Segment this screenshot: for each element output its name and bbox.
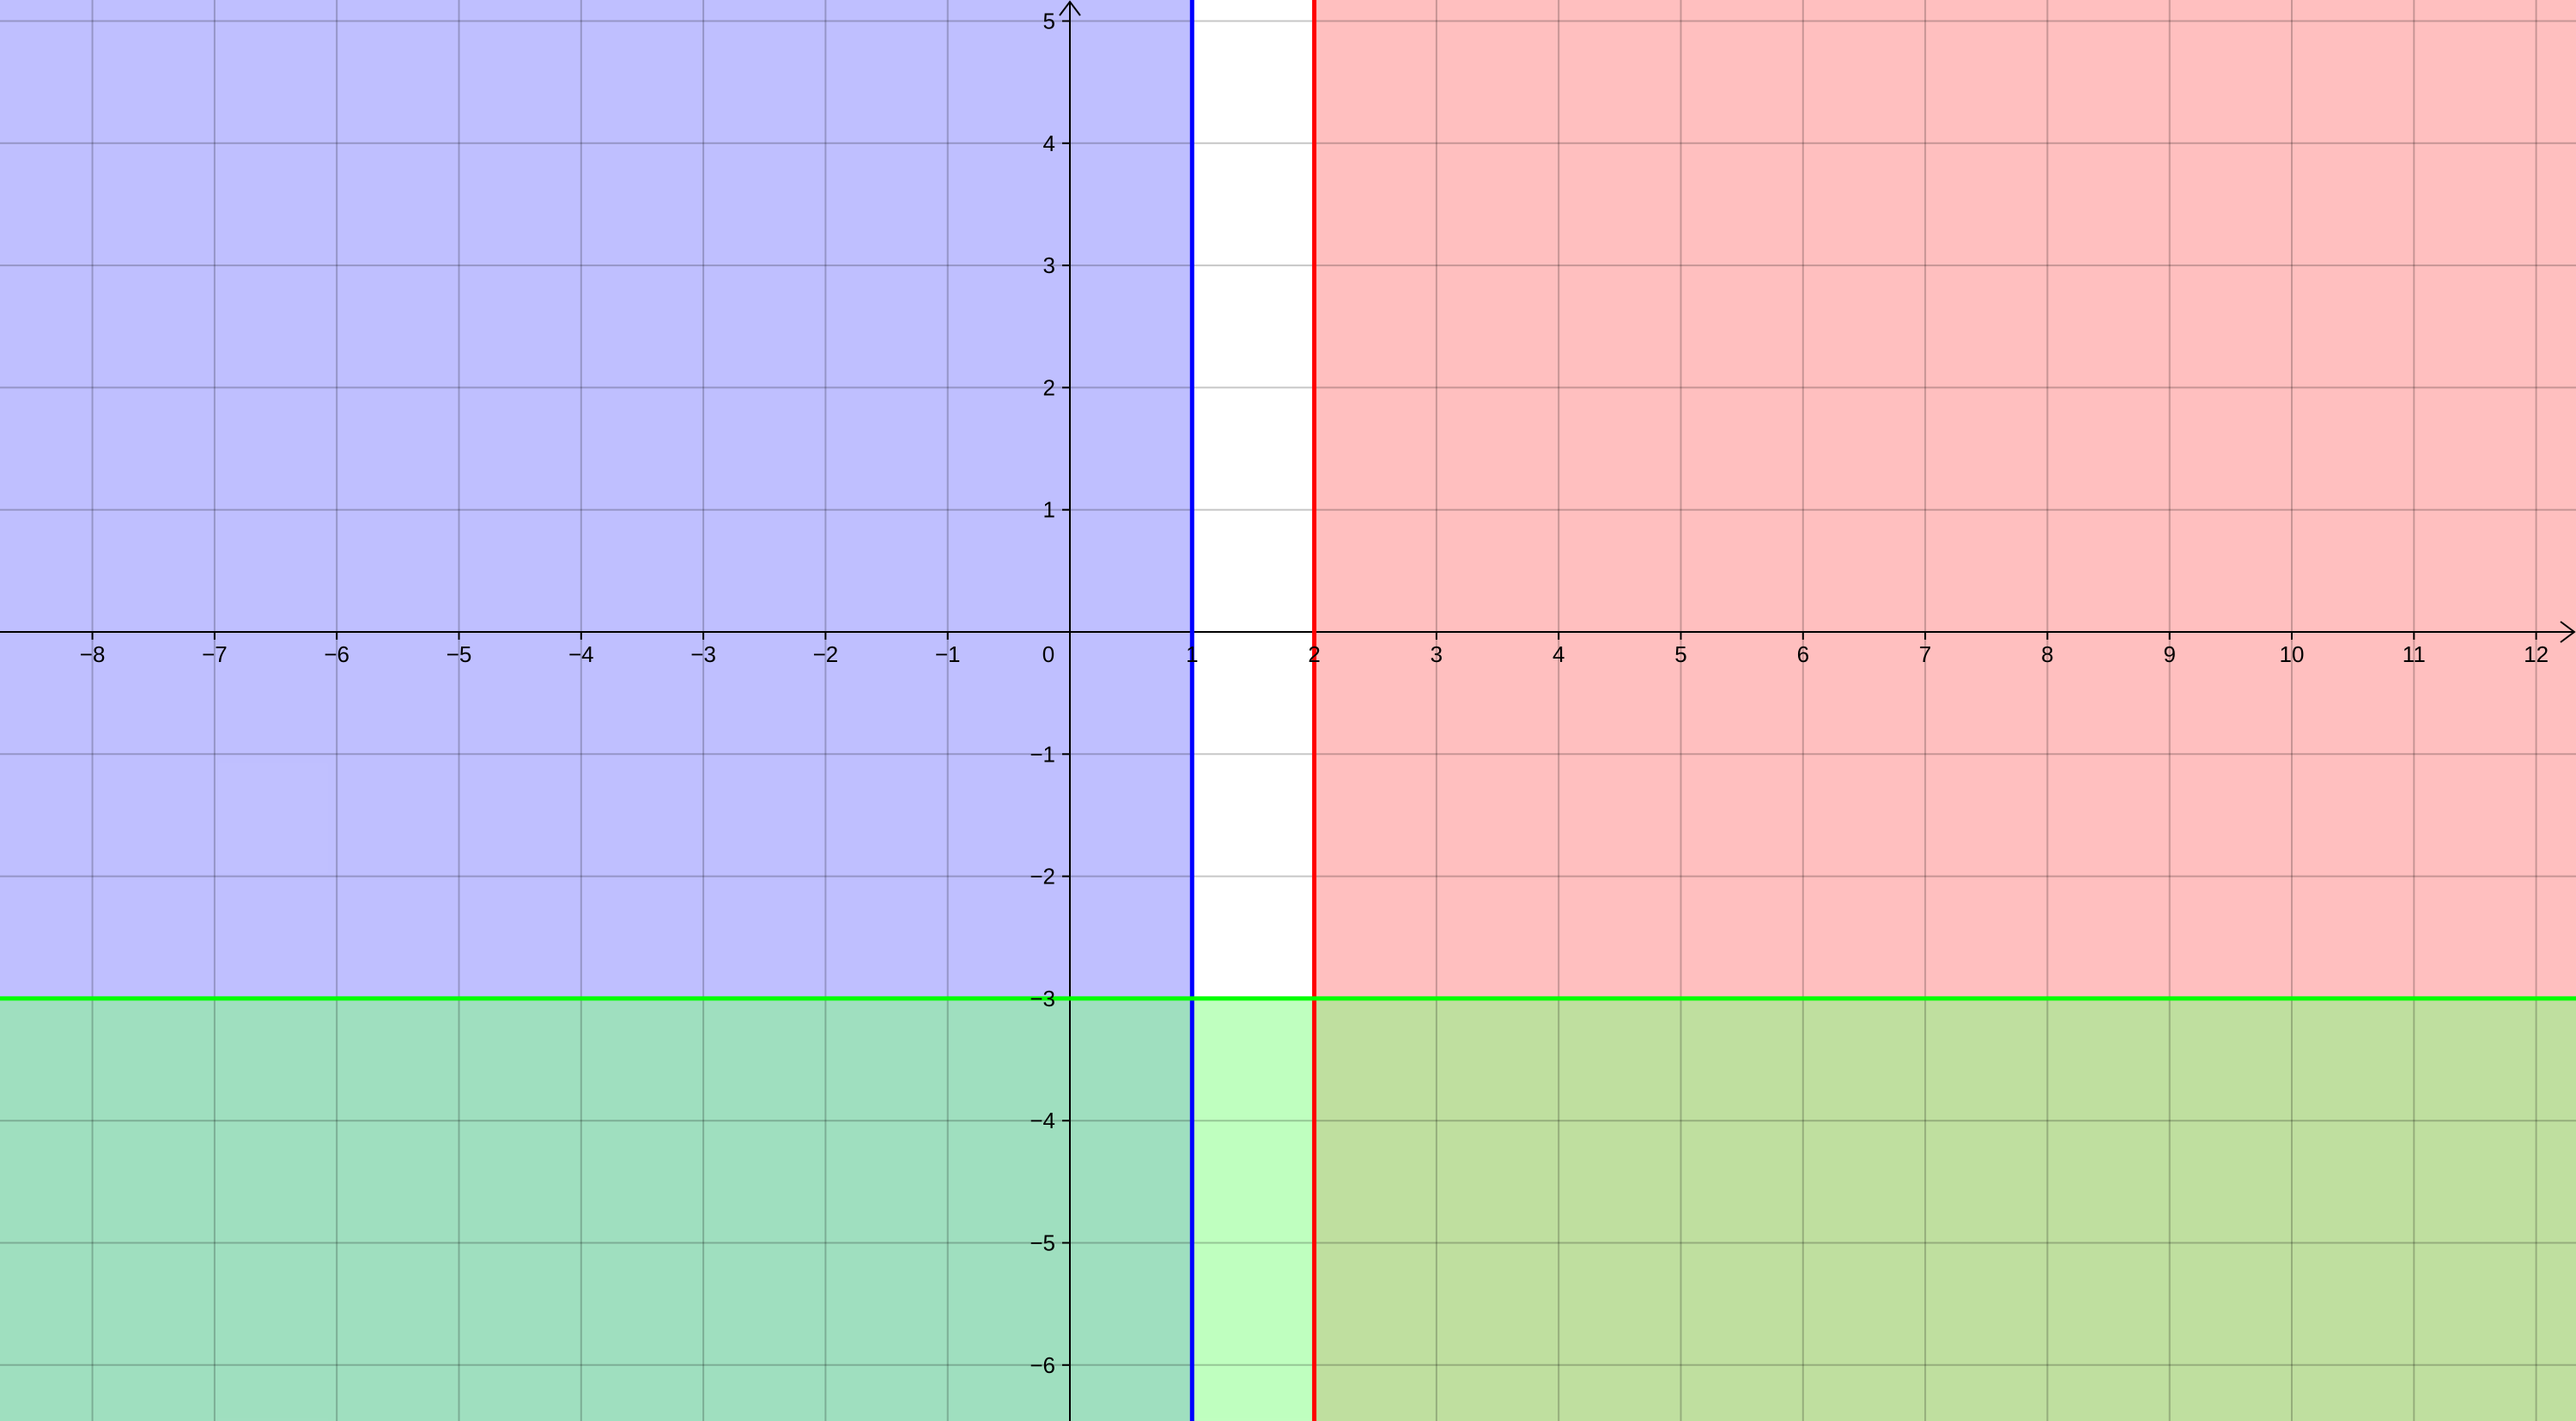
- x-tick-label: −2: [813, 641, 839, 667]
- region-fill-3: [0, 998, 2576, 1421]
- y-tick-label: 5: [1043, 9, 1055, 34]
- x-tick-label: 12: [2524, 641, 2549, 667]
- y-tick-label: 3: [1043, 252, 1055, 278]
- x-tick-label: 4: [1552, 641, 1564, 667]
- x-tick-label: 5: [1674, 641, 1686, 667]
- x-tick-label: −8: [80, 641, 106, 667]
- x-tick-label: 1: [1186, 641, 1198, 667]
- x-tick-label: −5: [447, 641, 472, 667]
- origin-label: 0: [1042, 641, 1054, 667]
- x-tick-label: 9: [2163, 641, 2175, 667]
- y-tick-label: 1: [1043, 497, 1055, 523]
- x-tick-label: 2: [1308, 641, 1320, 667]
- x-tick-label: −1: [935, 641, 961, 667]
- x-tick-label: −3: [690, 641, 716, 667]
- x-tick-label: 3: [1431, 641, 1443, 667]
- y-tick-label: −1: [1030, 741, 1055, 767]
- y-tick-label: −4: [1030, 1108, 1055, 1133]
- x-tick-label: 6: [1797, 641, 1809, 667]
- x-tick-label: 11: [2403, 641, 2426, 667]
- x-tick-label: 8: [2041, 641, 2053, 667]
- x-tick-label: −7: [202, 641, 228, 667]
- x-tick-label: −4: [568, 641, 594, 667]
- y-tick-label: −3: [1030, 986, 1055, 1011]
- x-tick-label: −6: [324, 641, 349, 667]
- y-tick-label: −2: [1030, 864, 1055, 890]
- x-axis-arrow-icon: [2560, 621, 2576, 643]
- x-tick-label: 10: [2280, 641, 2305, 667]
- y-tick-label: −5: [1030, 1230, 1055, 1256]
- y-tick-label: −6: [1030, 1352, 1055, 1378]
- x-tick-label: 7: [1919, 641, 1931, 667]
- y-tick-label: 4: [1043, 131, 1055, 156]
- y-tick-label: 2: [1043, 374, 1055, 400]
- y-axis-arrow-icon: [1059, 0, 1081, 16]
